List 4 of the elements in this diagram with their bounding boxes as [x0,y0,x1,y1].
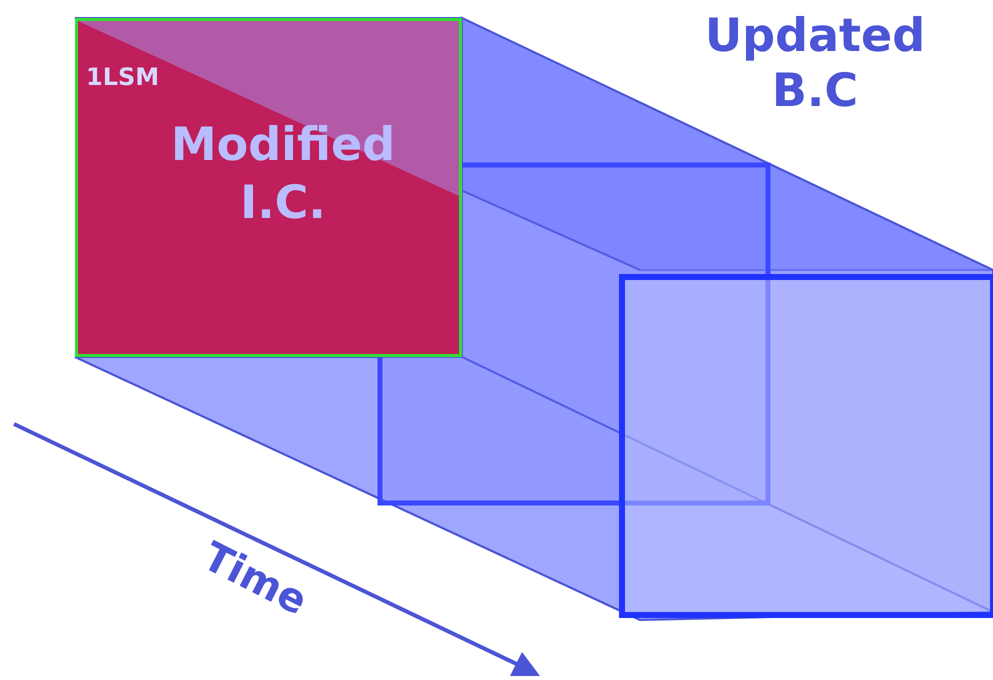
corner-label: 1LSM [86,63,160,91]
initial-condition-square [75,18,462,357]
square-label: Modified I.C. [170,116,396,230]
boundary-label: Updated B.C [704,8,926,118]
